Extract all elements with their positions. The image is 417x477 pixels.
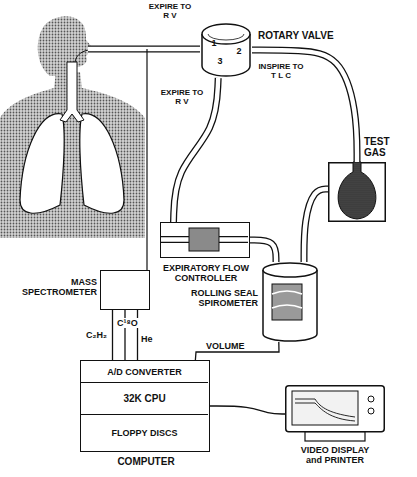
spirometer-cutaway — [272, 284, 302, 320]
hose-inner — [250, 240, 276, 262]
hose-outer — [252, 50, 357, 162]
mouth-hose-inner — [88, 47, 200, 51]
rotary-valve: ROTARY VALVE123 — [200, 22, 252, 78]
video-display: VIDEO DISPLAY and PRINTER — [285, 385, 385, 443]
monitor-drawing — [285, 385, 385, 443]
node-label: FLOPPY DISCS — [81, 415, 208, 450]
monitor-screen — [292, 391, 358, 425]
gas-bag — [338, 162, 376, 219]
port-note: EXPIRE TO R V — [160, 88, 204, 106]
node-label: 32K CPU — [81, 383, 208, 414]
gas-box-outline — [329, 163, 386, 222]
hose-inner — [252, 50, 357, 162]
floppy-discs: FLOPPY DISCS — [81, 415, 208, 450]
test-gas-box: TEST GAS — [328, 162, 386, 222]
node-label: COMPUTER — [81, 456, 211, 467]
flow-drawing — [161, 223, 251, 259]
mouth-hose-outer — [88, 46, 200, 53]
node-label: ROLLING SEAL SPIROMETER — [178, 288, 258, 308]
signal-line — [112, 310, 113, 361]
port-note: EXPIRE TO R V — [148, 2, 192, 20]
port-number: 1 — [209, 38, 219, 48]
spirometer: ROLLING SEAL SPIROMETER — [262, 262, 318, 342]
node-label: ROTARY VALVE — [258, 30, 348, 41]
spirometer-body — [263, 270, 317, 341]
sampling-line — [146, 49, 147, 270]
port-note: INSPIRE TO T L C — [258, 62, 304, 80]
patient-head — [38, 16, 92, 76]
signal-label: C₂H₂ — [86, 330, 107, 340]
signal-wire — [210, 406, 285, 414]
airway — [75, 50, 88, 62]
port-number: 2 — [234, 46, 244, 56]
hose-inner — [304, 189, 328, 262]
trachea — [60, 62, 84, 122]
signal-label: VOLUME — [206, 341, 245, 351]
signal-line — [195, 342, 279, 361]
node-label: TEST GAS — [364, 136, 410, 158]
node-label: MASS SPECTROMETER — [19, 277, 97, 297]
hose-connector — [252, 50, 357, 162]
valve-drawing — [200, 22, 252, 78]
monitor-base — [305, 432, 365, 441]
screen-trace — [295, 399, 355, 421]
node-label: VIDEO DISPLAY and PRINTER — [295, 445, 375, 465]
monitor-knob — [368, 396, 374, 402]
ad-converter: A/D CONVERTER — [81, 361, 208, 383]
controller-block — [189, 228, 219, 251]
monitor-knob — [368, 408, 374, 414]
valve-top — [202, 24, 250, 44]
right-lung — [80, 114, 124, 213]
spiro-drawing — [262, 262, 318, 342]
hose-outer — [304, 189, 328, 262]
hose-connector — [304, 189, 328, 262]
mass-spectrometer: MASS SPECTROMETER — [100, 270, 150, 310]
signal-wire — [112, 310, 113, 361]
hose-connector — [250, 240, 276, 262]
flow-controller: EXPIRATORY FLOW CONTROLLER — [160, 222, 250, 258]
gasbox-drawing — [328, 162, 386, 222]
node-label: EXPIRATORY FLOW CONTROLLER — [146, 263, 266, 283]
port-number: 3 — [215, 56, 225, 66]
spirometer-top — [263, 263, 317, 277]
node-label: A/D CONVERTER — [81, 361, 208, 382]
cpu: 32K CPU — [81, 383, 208, 415]
rolling-seal — [272, 291, 302, 308]
monitor-case — [286, 386, 385, 432]
computer: COMPUTERA/D CONVERTER32K CPUFLOPPY DISCS — [80, 360, 210, 452]
signal-label: C¹⁸O — [116, 318, 139, 328]
signal-label: He — [141, 334, 153, 344]
signal-wire — [195, 342, 279, 361]
hose-outer — [250, 240, 276, 262]
signal-line — [210, 406, 285, 414]
left-lung — [20, 114, 64, 213]
